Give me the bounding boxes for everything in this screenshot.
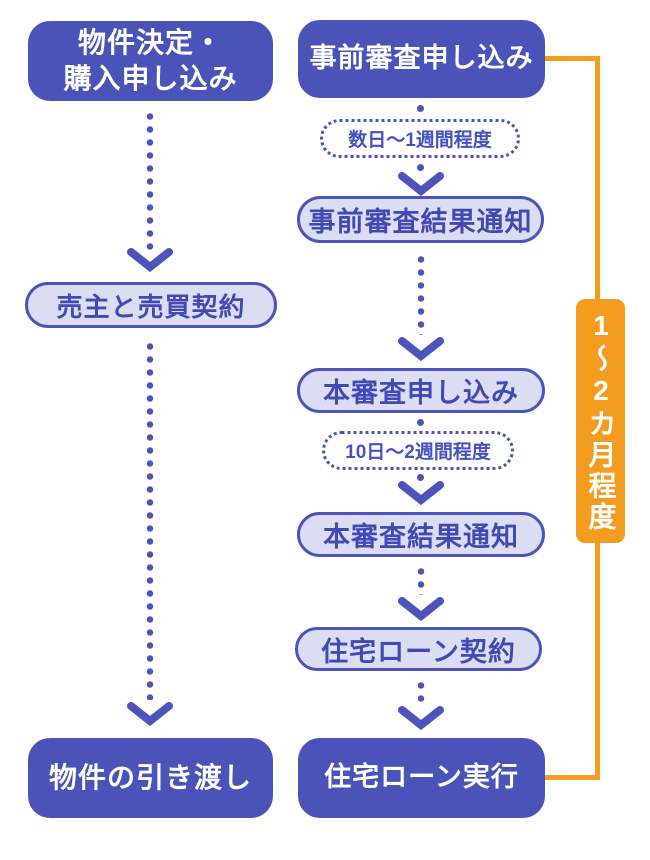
duration-bracket-text: 1〜2カ月程度 bbox=[585, 309, 617, 533]
dotted-arrow-line bbox=[417, 565, 425, 595]
step-property-decision-line1: 物件決定・ bbox=[77, 26, 223, 58]
dotted-arrow-line bbox=[146, 340, 154, 700]
dotted-arrow-dot bbox=[417, 419, 424, 426]
dotted-arrow-dot bbox=[417, 164, 424, 171]
dotted-arrow-dot bbox=[417, 474, 424, 481]
duration-badge-preliminary-label: 数日〜1週間程度 bbox=[348, 130, 492, 151]
duration-badge-main-label: 10日〜2週間程度 bbox=[345, 442, 491, 463]
step-main-result: 本審査結果通知 bbox=[297, 512, 545, 557]
bracket-top-segment bbox=[545, 56, 600, 61]
arrow-chevron-icon bbox=[127, 702, 173, 726]
dotted-arrow-line bbox=[417, 253, 425, 335]
step-preliminary-application: 事前審査申し込み bbox=[298, 20, 545, 98]
step-preliminary-result-label: 事前審査結果通知 bbox=[308, 207, 533, 237]
arrow-chevron-icon bbox=[398, 597, 444, 621]
dotted-arrow-line bbox=[417, 679, 425, 707]
duration-badge-main: 10日〜2週間程度 bbox=[322, 431, 514, 470]
step-preliminary-application-label: 事前審査申し込み bbox=[309, 43, 534, 74]
step-property-handover-label: 物件の引き渡し bbox=[48, 761, 252, 793]
step-preliminary-result: 事前審査結果通知 bbox=[297, 196, 544, 243]
arrow-chevron-icon bbox=[127, 248, 173, 272]
step-loan-execution: 住宅ローン実行 bbox=[298, 738, 545, 818]
arrow-chevron-icon bbox=[398, 172, 444, 196]
bracket-bottom-segment bbox=[545, 775, 600, 780]
dotted-arrow-dot bbox=[417, 105, 424, 112]
arrow-chevron-icon bbox=[398, 481, 444, 505]
step-loan-contract: 住宅ローン契約 bbox=[295, 627, 542, 671]
duration-bracket-label: 1〜2カ月程度 bbox=[576, 299, 625, 543]
dotted-arrow-line bbox=[146, 110, 154, 250]
step-seller-contract-label: 売主と売買契約 bbox=[56, 291, 246, 322]
step-loan-contract-label: 住宅ローン契約 bbox=[321, 636, 516, 667]
step-seller-contract: 売主と売買契約 bbox=[25, 282, 277, 328]
step-property-decision: 物件決定・ 購入申し込み bbox=[28, 21, 273, 101]
step-property-decision-line2: 購入申し込み bbox=[63, 63, 238, 94]
arrow-chevron-icon bbox=[398, 337, 444, 361]
duration-badge-preliminary: 数日〜1週間程度 bbox=[320, 119, 520, 158]
step-main-result-label: 本審査結果通知 bbox=[323, 522, 519, 552]
step-main-application: 本審査申し込み bbox=[297, 368, 545, 413]
step-main-application-label: 本審査申し込み bbox=[323, 378, 519, 408]
step-loan-execution-label: 住宅ローン実行 bbox=[324, 762, 519, 793]
step-property-handover: 物件の引き渡し bbox=[28, 738, 273, 818]
arrow-chevron-icon bbox=[398, 706, 444, 730]
